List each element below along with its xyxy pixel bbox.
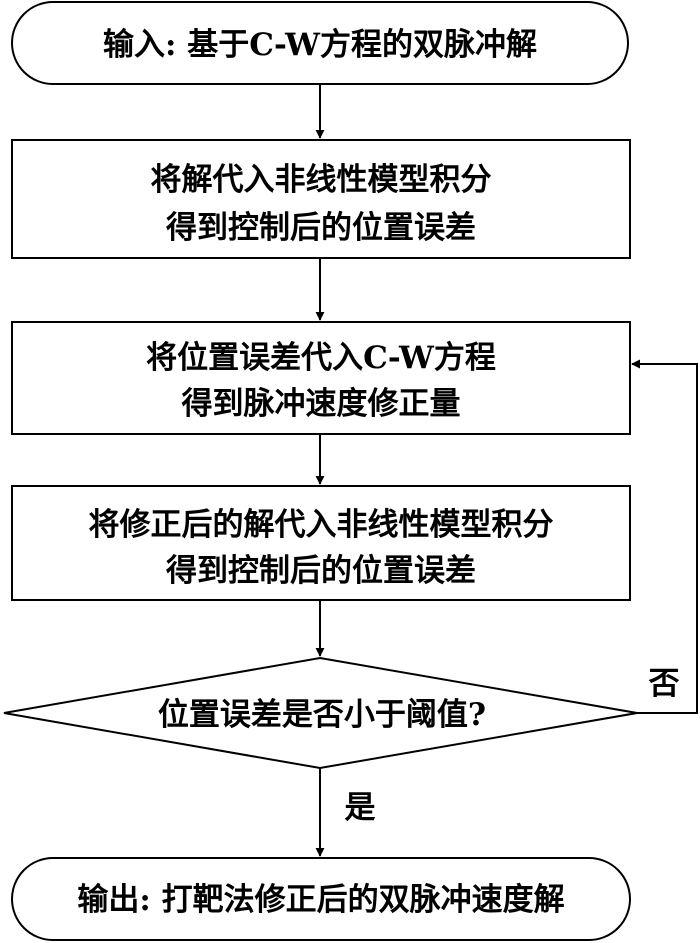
decision-node: 位置误差是否小于阈值? <box>3 656 638 770</box>
process-step1-line2: 得到控制后的位置误差 <box>165 210 476 246</box>
process-step1-line1: 将解代入非线性模型积分 <box>151 162 492 198</box>
edge-label-no: 否 <box>649 666 680 702</box>
process-step3-box <box>11 485 631 601</box>
process-step3-line1: 将修正后的解代入非线性模型积分 <box>89 507 554 543</box>
process-step1-box <box>11 139 631 259</box>
start-node: 输入: 基于C-W方程的双脉冲解 <box>11 1 629 85</box>
process-step3-line2: 得到控制后的位置误差 <box>165 553 476 589</box>
end-terminator-shape <box>11 857 631 941</box>
start-node-label: 输入: 基于C-W方程的双脉冲解 <box>103 27 537 63</box>
decision-node-label: 位置误差是否小于阈值? <box>158 697 486 733</box>
end-node-label: 输出: 打靶法修正后的双脉冲速度解 <box>77 882 564 918</box>
process-step1: 将解代入非线性模型积分 得到控制后的位置误差 <box>11 139 631 259</box>
arrow-decision-no-loop <box>631 359 698 714</box>
edge-label-yes: 是 <box>345 790 376 826</box>
process-step3: 将修正后的解代入非线性模型积分 得到控制后的位置误差 <box>11 485 631 601</box>
end-node: 输出: 打靶法修正后的双脉冲速度解 <box>11 857 631 941</box>
process-step2-line1: 将位置误差代入C-W方程 <box>146 340 496 376</box>
process-step2-line2: 得到脉冲速度修正量 <box>181 386 461 422</box>
process-step2: 将位置误差代入C-W方程 得到脉冲速度修正量 <box>11 321 631 435</box>
